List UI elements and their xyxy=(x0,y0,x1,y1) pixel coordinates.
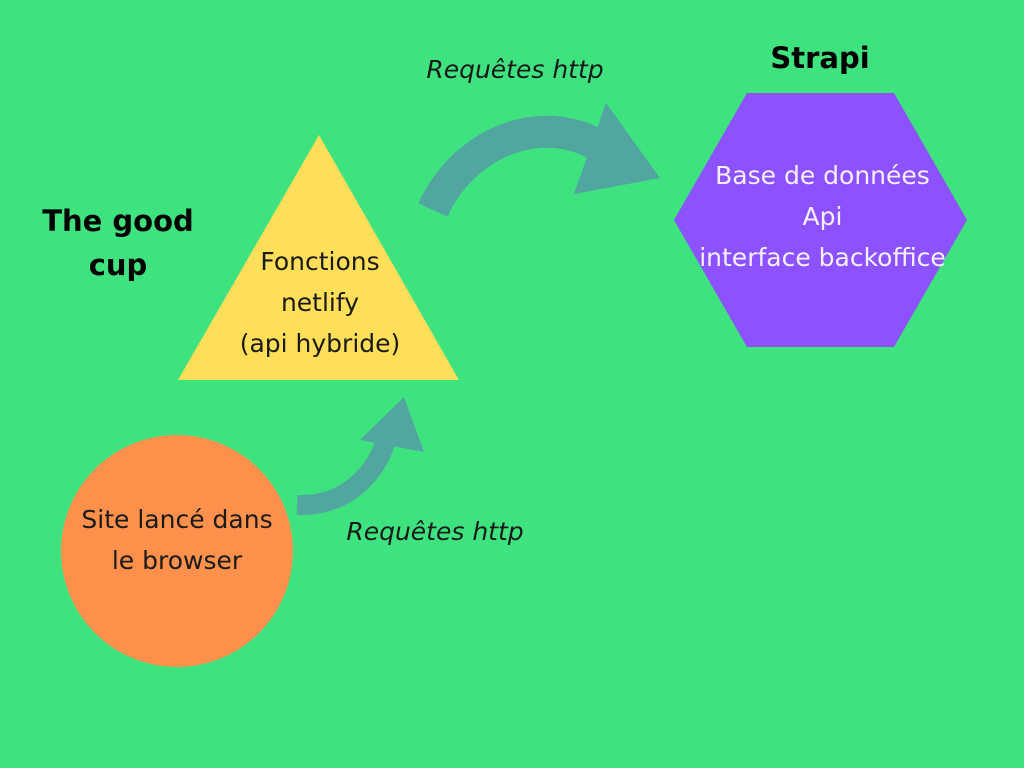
arrow-client-to-middle xyxy=(296,427,399,516)
client-title: The good cup xyxy=(42,204,194,282)
server-title: Strapi xyxy=(770,41,870,75)
client-circle xyxy=(61,435,293,667)
client-label: Site lancé dans le browser xyxy=(81,505,273,575)
arrow-head-client-to-middle xyxy=(360,397,424,452)
arrow-head-middle-to-server xyxy=(574,103,660,194)
server-hexagon xyxy=(674,93,967,347)
middle-label: Fonctions netlify (api hybride) xyxy=(239,247,401,358)
edge-label-client-to-middle: Requêtes http xyxy=(346,517,524,546)
edge-label-middle-to-server: Requêtes http xyxy=(426,55,604,84)
middle-triangle xyxy=(178,135,459,380)
server-label: Base de données Api interface backoffice xyxy=(699,161,946,272)
